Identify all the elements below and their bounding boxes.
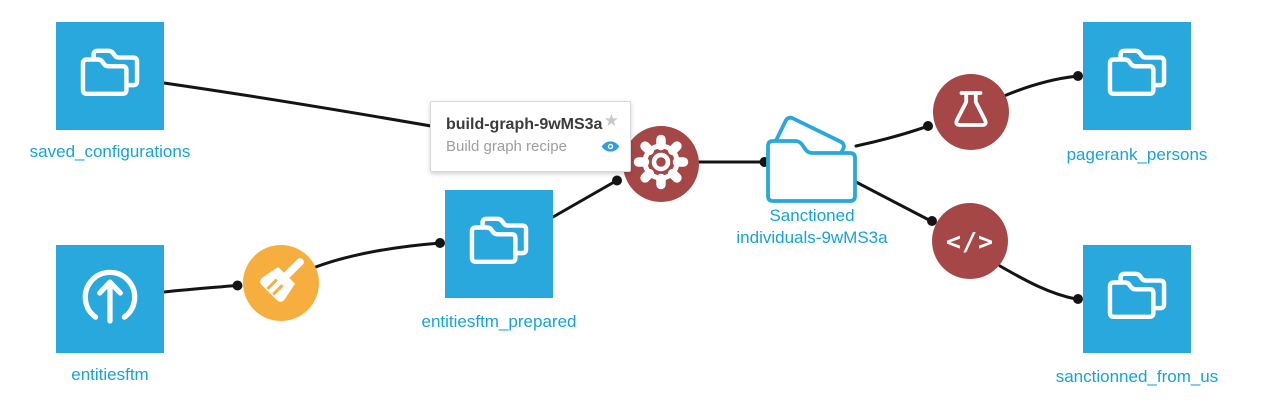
code-icon: </> — [945, 226, 995, 256]
edge-prepared-to-buildgraph — [551, 180, 617, 219]
recipe-tooltip: build-graph-9wMS3a Build graph recipe ★ — [430, 101, 631, 172]
recipe-node-build-graph[interactable] — [623, 126, 699, 202]
recipe-node-analyze[interactable] — [933, 74, 1009, 150]
edge-endpoint-dot — [923, 121, 933, 131]
folders-icon — [1106, 269, 1168, 330]
edge-entitiesftm-to-prepare — [162, 284, 238, 294]
recipe-node-prepare[interactable] — [243, 245, 319, 321]
folders-icon — [79, 46, 141, 107]
dataset-label: saved_configurations — [29, 142, 191, 161]
dataset-node-saved-configurations[interactable] — [56, 22, 164, 130]
edge-folder-to-code — [854, 180, 932, 222]
edge-endpoint-dot — [1073, 294, 1083, 304]
edge-endpoint-dot — [612, 175, 622, 186]
edge-endpoint-dot — [1073, 71, 1083, 81]
dataset-node-entitiesftm-prepared[interactable] — [445, 190, 553, 298]
dataset-label: entitiesftm_prepared — [421, 312, 577, 331]
managed-folder-label: Sanctioned individuals-9wMS3a — [736, 206, 888, 247]
edge-flask-to-pagerank — [1002, 74, 1078, 98]
edge-prepare-to-prepared — [311, 241, 440, 270]
dataset-label: sanctionned_from_us — [1055, 367, 1219, 386]
dataset-node-sanctionned-from-us[interactable] — [1083, 245, 1191, 353]
watch-eye-icon[interactable] — [601, 140, 620, 153]
folders-icon — [468, 214, 530, 275]
edge-endpoint-dot — [927, 216, 937, 226]
open-folder-icon — [762, 110, 862, 210]
folders-icon — [1106, 46, 1168, 107]
star-icon[interactable]: ★ — [603, 111, 619, 130]
dataset-node-entitiesftm[interactable] — [56, 245, 164, 353]
broom-icon — [243, 243, 319, 324]
edge-endpoint-dot — [232, 280, 243, 291]
recipe-node-code[interactable]: </> — [932, 203, 1008, 279]
managed-folder-node-sanctioned-individuals[interactable] — [762, 112, 862, 207]
flask-icon — [933, 72, 1009, 153]
tooltip-subtitle: Build graph recipe — [446, 138, 567, 155]
edge-endpoint-dot — [435, 238, 445, 248]
gear-icon — [623, 124, 699, 205]
upload-icon — [78, 265, 142, 334]
dataset-node-pagerank-persons[interactable] — [1083, 22, 1191, 130]
dataset-label: entitiesftm — [71, 365, 149, 384]
tooltip-title: build-graph-9wMS3a — [446, 116, 603, 133]
dataset-label: pagerank_persons — [1066, 145, 1208, 164]
edge-folder-to-flask — [854, 125, 928, 148]
edge-code-to-sanctionned — [998, 264, 1078, 301]
